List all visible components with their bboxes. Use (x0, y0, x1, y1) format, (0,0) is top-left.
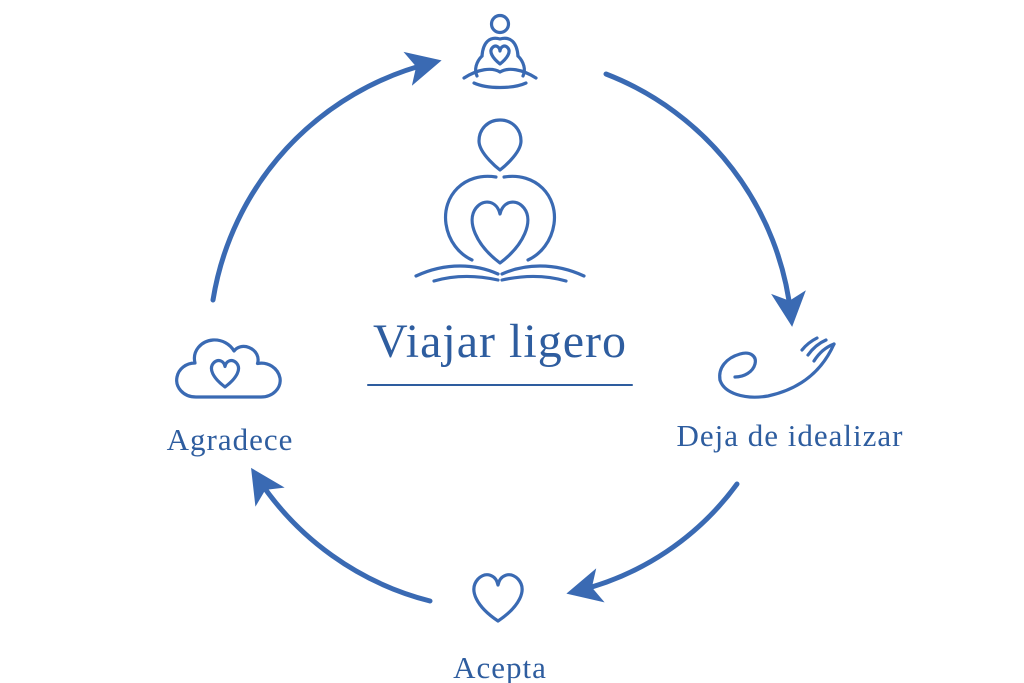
title-underline (367, 384, 633, 386)
step-label-left: Agradece (166, 422, 294, 457)
open-hand-icon (718, 336, 836, 399)
heart-icon (472, 573, 524, 623)
meditating-person-icon (462, 13, 538, 90)
step-label-bottom: Acepta (453, 650, 547, 683)
diagram-title: Viajar ligero (372, 315, 628, 368)
arrow-left-to-top (210, 51, 442, 303)
arrow-right-to-bottom (566, 481, 740, 603)
arrow-bottom-to-left (251, 467, 433, 604)
cloud-heart-icon (175, 338, 282, 399)
person-with-heart-logo (414, 118, 586, 283)
arrow-top-to-right (603, 71, 806, 327)
step-label-right: Deja de idealizar (676, 418, 904, 453)
